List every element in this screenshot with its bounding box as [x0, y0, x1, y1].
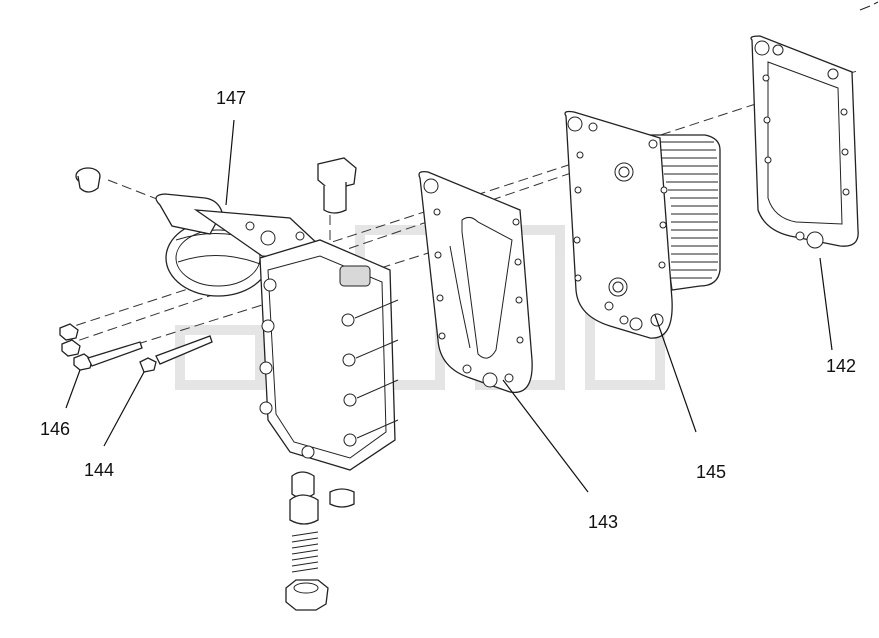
callout-labels: 147 146 144 143 145 142 — [40, 88, 856, 532]
callout-144: 144 — [84, 460, 114, 480]
gasket-142 — [750, 35, 859, 249]
housing-studs — [259, 278, 399, 447]
bypass-valve-parts — [285, 471, 355, 611]
callout-142: 142 — [826, 356, 856, 376]
callout-143: 143 — [588, 512, 618, 532]
cooler-housing — [259, 239, 399, 471]
corner-mark — [859, 1, 879, 11]
gasket-143 — [418, 170, 533, 394]
stud-144 — [139, 335, 213, 373]
callout-146: 146 — [40, 419, 70, 439]
callout-147: 147 — [216, 88, 246, 108]
leader-lines — [65, 119, 833, 493]
oil-cooler-145 — [564, 110, 721, 339]
callout-145: 145 — [696, 462, 726, 482]
bolts-146 — [59, 323, 143, 371]
filter-head-147 — [75, 167, 321, 297]
top-plug — [317, 157, 357, 214]
